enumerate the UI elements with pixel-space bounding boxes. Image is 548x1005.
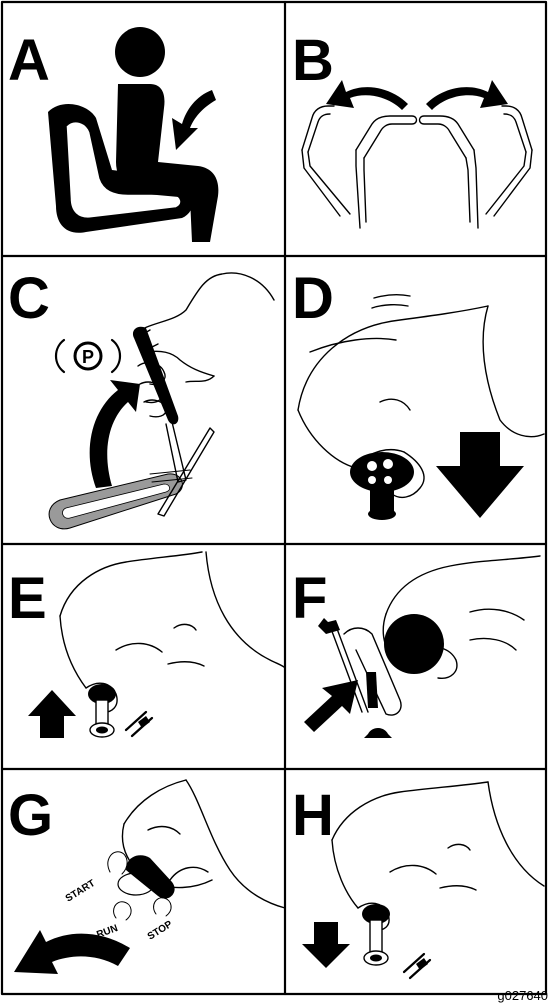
panel-b-letter: B bbox=[292, 28, 334, 93]
brake-up-arrow-icon bbox=[90, 380, 140, 488]
panel-g: G START RUN STOP bbox=[8, 780, 285, 974]
hand-icon bbox=[122, 780, 285, 908]
panel-d-letter: D bbox=[292, 266, 334, 331]
pto-symbol-icon bbox=[126, 712, 152, 736]
panel-c-letter: C bbox=[8, 266, 50, 331]
push-down-arrow-icon bbox=[302, 922, 350, 968]
panel-e-letter: E bbox=[8, 566, 47, 631]
brake-chain-icon bbox=[49, 470, 192, 529]
key-start-label: START bbox=[64, 878, 97, 905]
sit-arrow-icon bbox=[172, 90, 216, 150]
parking-brake-symbol: P bbox=[82, 347, 94, 367]
hand-icon bbox=[332, 782, 544, 930]
pto-disengage-icon bbox=[362, 904, 390, 965]
turn-key-arrow-icon bbox=[14, 930, 130, 974]
motion-lines-icon bbox=[372, 295, 410, 308]
push-arrow-icon bbox=[304, 680, 358, 732]
parking-brake-icon: P bbox=[56, 340, 120, 372]
operator-seat-icon bbox=[48, 27, 218, 242]
turtle-icon bbox=[364, 728, 392, 738]
pull-up-arrow-icon bbox=[28, 690, 76, 738]
ignition-key-icon: START RUN STOP bbox=[64, 852, 175, 943]
panel-a-letter: A bbox=[8, 28, 50, 93]
pto-symbol-icon bbox=[404, 954, 430, 978]
panel-e: E bbox=[8, 552, 285, 738]
panel-d: D bbox=[292, 266, 544, 520]
joystick-icon bbox=[350, 452, 414, 520]
panel-b: B bbox=[292, 28, 532, 228]
panel-h-letter: H bbox=[292, 783, 334, 848]
panel-h: H bbox=[292, 782, 544, 978]
panel-f: F bbox=[292, 556, 540, 738]
key-stop-label: STOP bbox=[146, 919, 175, 943]
push-down-arrow-icon bbox=[436, 432, 524, 518]
figure-id: g027640 bbox=[497, 988, 548, 1003]
arm-rest-arrows-icon bbox=[302, 80, 532, 228]
panel-g-letter: G bbox=[8, 783, 53, 848]
panel-a: A bbox=[8, 27, 218, 242]
panel-c: C P bbox=[8, 266, 274, 529]
